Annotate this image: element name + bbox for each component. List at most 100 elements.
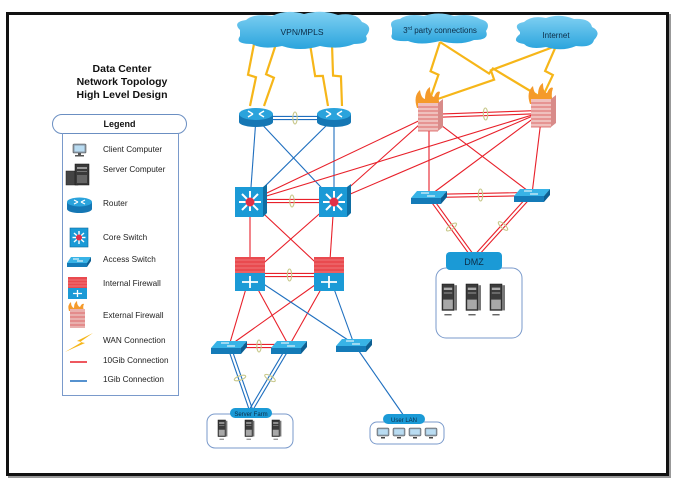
access-switch-icon — [514, 189, 550, 202]
link-10gib — [428, 111, 543, 197]
legend-label: Client Computer — [103, 145, 163, 154]
client-computer-icon — [72, 143, 87, 157]
link-10gib — [333, 111, 543, 202]
title-line-1: Data Center — [92, 63, 152, 75]
legend-item-server-computer: Server Computer — [63, 161, 178, 186]
dmz-group: DMZ — [435, 252, 523, 339]
cloud-vpn-mpls: VPN/MPLS — [237, 11, 370, 50]
lag-ring-icon — [256, 339, 262, 353]
legend-label: Router — [103, 199, 128, 208]
server-farm-label-box — [230, 408, 272, 418]
wan-layer — [246, 41, 558, 107]
link-10gib — [428, 115, 533, 195]
core-switch-icon — [69, 227, 89, 248]
internal-firewall-icon — [235, 257, 265, 291]
cloud-internet: Internet — [515, 15, 598, 50]
core-switch-icon — [235, 184, 267, 217]
legend-item-wan-connection: WAN Connection — [63, 331, 178, 353]
legend-item-router: Router — [63, 195, 178, 215]
dmz-label-box — [446, 252, 502, 270]
wan-link-icon — [427, 41, 442, 103]
client-computer-icon — [424, 427, 438, 439]
lag-ring-icon — [233, 374, 247, 382]
legend-item-1gib: 1Gib Connection — [63, 372, 178, 392]
router-icon — [67, 197, 92, 213]
user-lan-label: User LAN — [391, 418, 417, 424]
link-10gib — [228, 274, 330, 347]
wan-link-icon — [541, 45, 558, 99]
legend-item-internal-firewall: Internal Firewall — [63, 275, 178, 301]
diagram-title: Data Center Network Topology High Level … — [52, 63, 192, 102]
link-1gib — [249, 344, 289, 410]
lag-ring-icon — [482, 107, 489, 121]
legend-item-client-computer: Client Computer — [63, 141, 178, 161]
lag-ring-icon — [289, 194, 295, 208]
access-switch-icon — [211, 341, 247, 354]
link-1gib — [226, 346, 251, 411]
access-switch-icon — [271, 341, 307, 354]
link-1gib — [229, 345, 254, 410]
legend-label: Internal Firewall — [103, 279, 161, 288]
title-line-2: Network Topology — [76, 76, 168, 88]
legend-heading: Legend — [52, 114, 187, 134]
legend-item-access-switch: Access Switch — [63, 251, 178, 271]
legend-label: External Firewall — [103, 311, 164, 320]
server-computer-icon — [489, 283, 505, 316]
legend-label: 10Gib Connection — [103, 356, 169, 365]
legend-label: Core Switch — [103, 233, 148, 242]
title-line-3: High Level Design — [76, 89, 168, 101]
client-computer-icon — [376, 427, 390, 439]
cloud-label: 3rd party connections — [403, 26, 477, 35]
wan-connection-icon — [65, 333, 93, 352]
link-10gib — [472, 192, 532, 258]
cloud-third-party: 3rd party connections — [391, 13, 488, 44]
cloud-label: VPN/MPLS — [281, 27, 324, 37]
client-computer-icon — [408, 427, 422, 439]
legend-label: WAN Connection — [103, 336, 166, 345]
external-firewall-icon — [415, 87, 443, 132]
user-lan-clients — [376, 427, 438, 439]
link-10gib — [249, 115, 430, 202]
server-farm-group: Server Farm — [206, 408, 294, 449]
link-10gib — [428, 109, 542, 115]
server-farm-servers — [217, 419, 282, 440]
devices-layer — [211, 83, 556, 354]
access-switch-icon — [411, 191, 447, 204]
external-firewall-icon — [68, 301, 85, 328]
internal-firewall-icon — [314, 257, 344, 291]
server-computer-icon — [271, 419, 282, 440]
diagram-frame — [6, 12, 669, 476]
server-computer-icon — [441, 283, 457, 316]
server-farm-label: Server Farm — [234, 412, 267, 418]
user-lan-group: User LAN — [369, 414, 445, 445]
access-switch-icon — [67, 257, 91, 267]
server-computer-icon — [244, 419, 255, 440]
lag-ring-icon — [286, 268, 293, 282]
link-10gib — [474, 194, 534, 260]
lag-ring-icon — [477, 188, 484, 202]
server-computer-icon — [65, 163, 90, 186]
link-10gib — [249, 111, 543, 202]
lag-ring-icon — [264, 373, 276, 383]
lag-ring-icon — [497, 221, 509, 231]
link-10gib — [427, 196, 474, 260]
dmz-label: DMZ — [464, 257, 484, 267]
core-switch-icon — [319, 184, 351, 217]
link-1gib — [249, 274, 355, 345]
dmz-servers — [441, 283, 505, 316]
legend-item-external-firewall: External Firewall — [63, 301, 178, 331]
wan-link-icon — [246, 43, 258, 107]
wan-link-icon — [330, 43, 344, 107]
1gib-line-icon — [70, 380, 87, 382]
link-1gib — [251, 346, 291, 412]
legend-label: Access Switch — [103, 255, 156, 264]
link-1gib — [353, 343, 405, 417]
server-computer-icon — [217, 419, 228, 440]
wan-link-icon — [428, 44, 557, 104]
internal-firewall-icon — [68, 277, 87, 299]
legend-label: Server Computer — [103, 165, 166, 174]
client-computer-icon — [392, 427, 406, 439]
wan-link-icon — [308, 43, 330, 107]
user-lan-label-box — [383, 414, 425, 424]
link-10gib — [429, 113, 543, 119]
